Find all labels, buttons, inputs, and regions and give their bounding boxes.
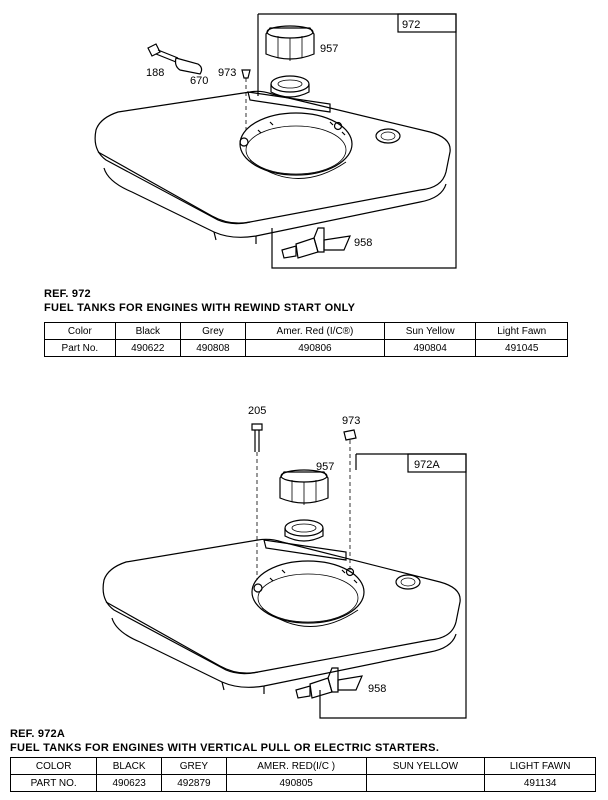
table-cell: LIGHT FAWN bbox=[484, 757, 596, 775]
parts-table-972: Color Black Grey Amer. Red (I/C®) Sun Ye… bbox=[44, 322, 568, 357]
callout-973-bottom: 973 bbox=[342, 415, 360, 427]
table-cell: Light Fawn bbox=[475, 322, 568, 340]
table-cell: Black bbox=[114, 322, 181, 340]
callout-957-top: 957 bbox=[320, 43, 338, 55]
table-cell: Amer. Red (I/C®) bbox=[245, 322, 385, 340]
table-header-row: Color Black Grey Amer. Red (I/C®) Sun Ye… bbox=[44, 322, 568, 340]
table-cell: Color bbox=[44, 322, 116, 340]
table-row: PART NO. 490623 492879 490805 491134 bbox=[9, 774, 596, 792]
table-cell: AMER. RED(I/C ) bbox=[225, 757, 367, 775]
parts-table-972a: COLOR BLACK GREY AMER. RED(I/C ) SUN YEL… bbox=[9, 757, 596, 792]
label-972a: 972A bbox=[414, 459, 440, 471]
table-cell: 490804 bbox=[383, 339, 477, 357]
fuel-tank-972a bbox=[102, 423, 467, 719]
callout-670: 670 bbox=[190, 75, 208, 87]
callout-957-bottom: 957 bbox=[316, 461, 334, 473]
table-cell: Sun Yellow bbox=[383, 322, 477, 340]
table-cell: 490623 bbox=[96, 774, 163, 792]
table-cell: GREY bbox=[161, 757, 227, 775]
title-972: FUEL TANKS FOR ENGINES WITH REWIND START… bbox=[44, 302, 356, 314]
table-cell: 490805 bbox=[225, 774, 367, 792]
table-cell: 490806 bbox=[245, 339, 385, 357]
callout-958-bottom: 958 bbox=[368, 683, 386, 695]
table-cell: PART NO. bbox=[9, 774, 98, 792]
table-cell: COLOR bbox=[9, 757, 98, 775]
callout-958-top: 958 bbox=[354, 237, 372, 249]
table-cell: 490622 bbox=[114, 339, 181, 357]
table-cell: 490808 bbox=[179, 339, 247, 357]
table-cell: SUN YELLOW bbox=[365, 757, 486, 775]
table-cell: Part No. bbox=[44, 339, 116, 357]
ref-972: REF. 972 bbox=[44, 288, 91, 300]
table-cell: 492879 bbox=[161, 774, 227, 792]
table-cell: Grey bbox=[179, 322, 247, 340]
title-972a: FUEL TANKS FOR ENGINES WITH VERTICAL PUL… bbox=[10, 742, 440, 754]
table-row: Part No. 490622 490808 490806 490804 491… bbox=[44, 339, 568, 357]
ref-972a: REF. 972A bbox=[10, 728, 65, 740]
table-header-row: COLOR BLACK GREY AMER. RED(I/C ) SUN YEL… bbox=[9, 757, 596, 775]
table-cell: 491134 bbox=[484, 774, 596, 792]
table-cell: BLACK bbox=[96, 757, 163, 775]
table-cell: 491045 bbox=[475, 339, 568, 357]
table-cell bbox=[365, 774, 486, 792]
callout-188: 188 bbox=[146, 67, 164, 79]
fuel-tank-972 bbox=[94, 13, 457, 269]
callout-205: 205 bbox=[248, 405, 266, 417]
callout-973-top: 973 bbox=[218, 67, 236, 79]
label-972: 972 bbox=[402, 19, 420, 31]
